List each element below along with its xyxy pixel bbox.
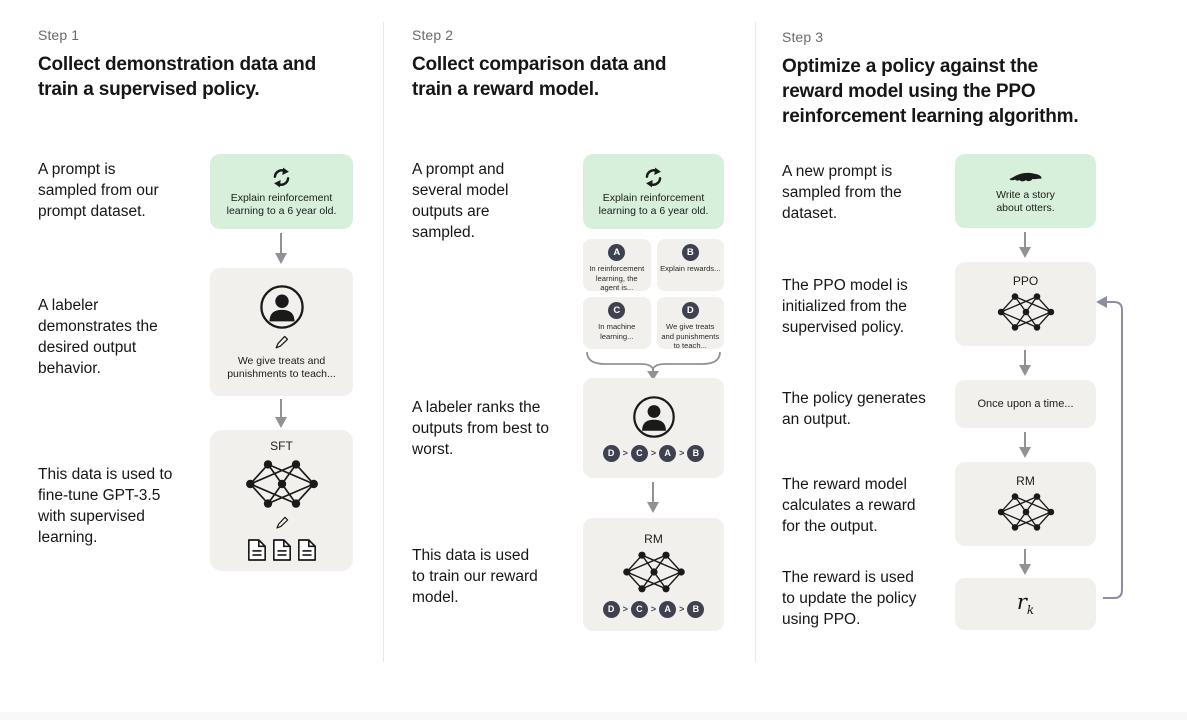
arrow-down-icon	[1019, 549, 1031, 575]
network-icon	[996, 292, 1055, 332]
step1-caption-finetune: This data is used to fine-tune GPT-3.5 w…	[38, 466, 173, 546]
rank-chip: A	[659, 600, 677, 618]
output-text: We give treats and punishments to teach.…	[661, 322, 720, 350]
brace-arrow-icon	[586, 351, 721, 380]
prompt-text: Explain reinforcement learning to a 6 ye…	[226, 191, 337, 217]
rank-chip: B	[687, 600, 705, 618]
output-letter: D	[681, 302, 699, 319]
column-divider-1	[383, 22, 384, 662]
document-icon	[247, 539, 266, 561]
step3-title: Optimize a policy against the reward mod…	[782, 56, 1079, 127]
ranking-row: D > C > A > B	[602, 444, 705, 462]
output-card-b: B Explain rewards...	[656, 239, 724, 291]
prompt-text: Write a story about otters.	[996, 188, 1055, 214]
rank-separator: >	[650, 604, 657, 614]
model-outputs-grid: A In reinforcement learning, the agent i…	[583, 239, 724, 350]
step1-label: Step 1	[38, 27, 80, 43]
step1-title: Collect demonstration data and train a s…	[38, 54, 316, 100]
step3-caption-prompt: A new prompt is sampled from the dataset…	[782, 163, 902, 222]
otter-icon	[1009, 172, 1042, 181]
step1-prompt-card: Explain reinforcement learning to a 6 ye…	[210, 154, 353, 229]
step3-caption-output: The policy generates an output.	[782, 390, 926, 428]
rank-chip: C	[630, 600, 648, 618]
rank-separator: >	[650, 448, 657, 458]
step2-caption-rank: A labeler ranks the outputs from best to…	[412, 399, 549, 458]
output-letter: B	[681, 244, 699, 261]
output-text: Once upon a time...	[977, 397, 1074, 410]
rank-separator: >	[679, 604, 685, 614]
ranking-row: D > C > A > B	[602, 600, 705, 618]
footer-strip	[0, 712, 1187, 720]
person-icon	[259, 284, 304, 329]
output-letter: C	[608, 302, 626, 319]
step1-caption-labeler: A labeler demonstrates the desired outpu…	[38, 297, 158, 377]
person-icon	[632, 395, 675, 438]
cycle-icon	[272, 165, 291, 189]
feedback-loop-arrow-icon	[1096, 296, 1123, 599]
arrow-down-icon	[1019, 232, 1031, 258]
output-text: In reinforcement learning, the agent is.…	[589, 264, 645, 292]
model-name: RM	[644, 531, 663, 546]
step3-rm-card: RM	[955, 462, 1096, 546]
step1-caption-prompt: A prompt is sampled from our prompt data…	[38, 161, 159, 220]
output-card-d: D We give treats and punishments to teac…	[656, 297, 724, 350]
output-card-a: A In reinforcement learning, the agent i…	[583, 239, 651, 292]
document-icon	[297, 539, 316, 561]
network-icon	[244, 459, 319, 509]
output-card-c: C In machine learning...	[583, 297, 651, 349]
rank-separator: >	[679, 448, 685, 458]
step3-label: Step 3	[782, 29, 824, 45]
model-name: RM	[1016, 474, 1035, 488]
rank-chip: A	[659, 444, 677, 462]
documents-row	[247, 538, 317, 562]
arrow-down-icon	[275, 233, 287, 264]
step2-caption-prompt: A prompt and several model outputs are s…	[412, 161, 509, 241]
step2-prompt-card: Explain reinforcement learning to a 6 ye…	[583, 154, 724, 229]
arrow-down-icon	[1019, 432, 1031, 458]
rank-chip: D	[602, 600, 620, 618]
step2-title: Collect comparison data and train a rewa…	[412, 54, 667, 100]
network-icon	[621, 550, 686, 593]
step3-prompt-card: Write a story about otters.	[955, 154, 1096, 228]
rank-separator: >	[622, 448, 628, 458]
step2-label: Step 2	[412, 27, 454, 43]
column-divider-2	[755, 22, 756, 662]
labeler-note: We give treats and punishments to teach.…	[227, 354, 336, 380]
step2-labeler-card: D > C > A > B	[583, 378, 724, 478]
step3-output-card: Once upon a time...	[955, 380, 1096, 428]
model-name: PPO	[1012, 274, 1039, 288]
step1-sft-card: SFT	[210, 430, 353, 571]
step3-caption-ppo: The PPO model is initialized from the su…	[782, 277, 908, 336]
cycle-icon	[644, 165, 663, 189]
pencil-icon	[275, 516, 288, 529]
model-name: SFT	[270, 439, 293, 453]
step3-caption-reward: The reward model calculates a reward for…	[782, 476, 916, 535]
rank-chip: B	[687, 444, 705, 462]
arrow-down-icon	[275, 399, 287, 428]
prompt-text: Explain reinforcement learning to a 6 ye…	[598, 191, 709, 217]
document-icon	[272, 539, 291, 561]
output-text: Explain rewards...	[660, 264, 721, 273]
step1-labeler-card: We give treats and punishments to teach.…	[210, 268, 353, 396]
step3-caption-update: The reward is used to update the policy …	[782, 569, 917, 628]
output-text: In machine learning...	[598, 322, 636, 341]
network-icon	[996, 492, 1055, 532]
step3-ppo-card: PPO	[955, 262, 1096, 346]
arrow-down-icon	[647, 482, 659, 513]
reward-value: rk	[1016, 590, 1035, 618]
rank-chip: D	[602, 444, 620, 462]
rank-chip: C	[630, 444, 648, 462]
arrow-down-icon	[1019, 350, 1031, 376]
output-letter: A	[608, 244, 626, 261]
rank-separator: >	[622, 604, 628, 614]
step3-reward-card: rk	[955, 578, 1096, 630]
step2-rm-card: RM D > C > A > B	[583, 518, 724, 631]
step2-caption-train: This data is used to train our reward mo…	[412, 547, 538, 606]
pencil-icon	[275, 335, 289, 348]
